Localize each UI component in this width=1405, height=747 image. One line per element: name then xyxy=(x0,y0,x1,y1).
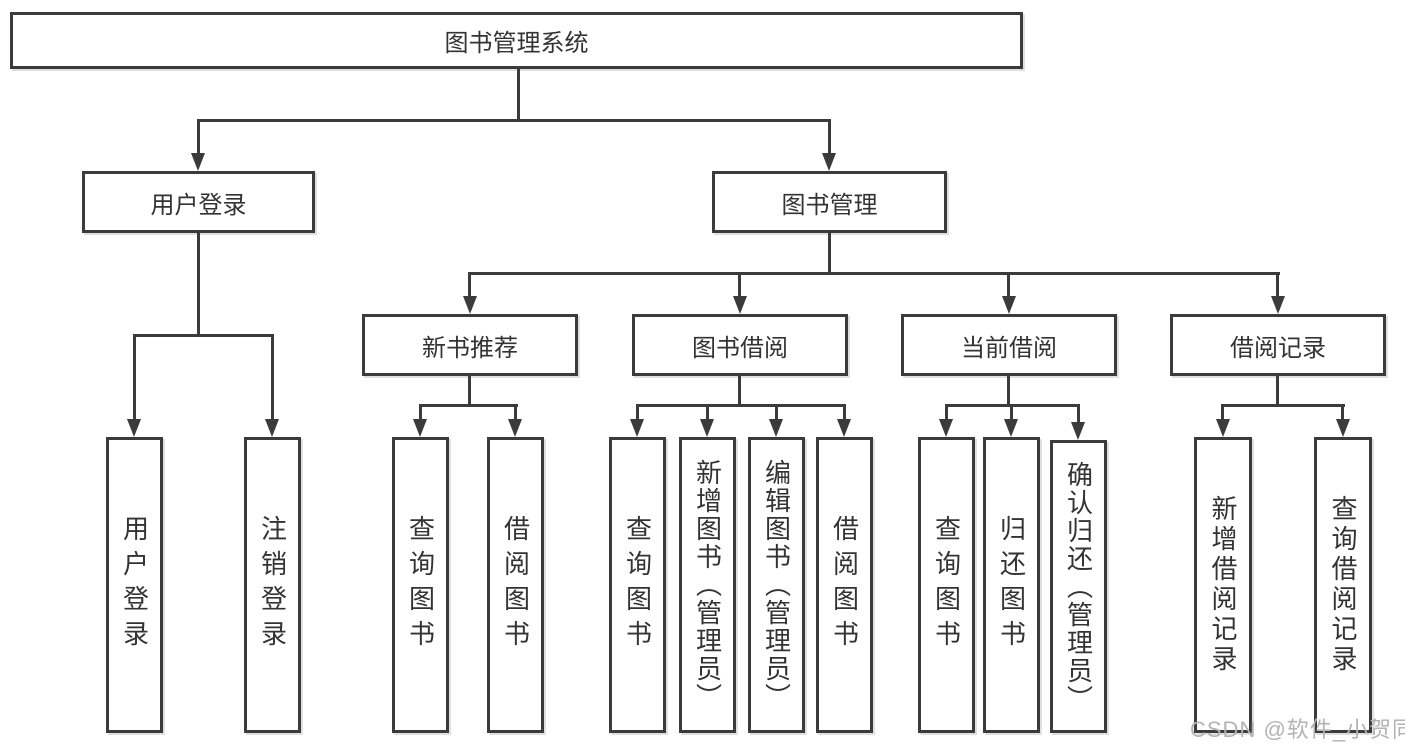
connector-line xyxy=(828,233,831,274)
connector-line xyxy=(468,272,1280,275)
leaf-borrow-books: 借阅图书 xyxy=(487,437,544,733)
leaf-add-books-admin: 新增图书（管理员） xyxy=(679,437,736,733)
leaf-add-borrow-record: 新增借阅记录 xyxy=(1194,437,1252,733)
connector-line xyxy=(271,334,274,421)
arrow-down-icon xyxy=(1336,419,1350,437)
node-borrow-records: 借阅记录 xyxy=(1170,314,1386,376)
leaf-query-borrow-record: 查询借阅记录 xyxy=(1314,437,1372,733)
connector-line xyxy=(1077,404,1080,424)
node-current-borrow: 当前借阅 xyxy=(901,314,1117,376)
connector-line xyxy=(843,404,846,421)
arrow-down-icon xyxy=(1002,296,1016,314)
connector-line xyxy=(133,334,136,421)
leaf-confirm-return-admin: 确认归还（管理员） xyxy=(1050,440,1107,733)
leaf-user-login: 用户登录 xyxy=(106,437,163,733)
arrow-down-icon xyxy=(127,419,141,437)
leaf-edit-books-admin: 编辑图书（管理员） xyxy=(748,437,805,733)
arrow-down-icon xyxy=(265,419,279,437)
arrow-down-icon xyxy=(630,419,644,437)
node-library-system: 图书管理系统 xyxy=(10,12,1023,69)
connector-line xyxy=(197,119,200,157)
connector-line xyxy=(1276,376,1279,406)
connector-line xyxy=(636,404,846,407)
connector-line xyxy=(1276,272,1279,300)
arrow-down-icon xyxy=(769,419,783,437)
arrow-down-icon xyxy=(191,153,205,171)
arrow-down-icon xyxy=(1271,296,1285,314)
connector-line xyxy=(133,334,274,337)
connector-line xyxy=(468,272,471,300)
arrow-down-icon xyxy=(1216,419,1230,437)
connector-line xyxy=(706,404,709,421)
csdn-watermark: CSDN @软件_小贺同学 xyxy=(1190,717,1405,742)
connector-line xyxy=(1221,404,1224,421)
arrow-down-icon xyxy=(733,296,747,314)
leaf-query-books: 查询图书 xyxy=(392,437,449,733)
arrow-down-icon xyxy=(822,153,836,171)
connector-line xyxy=(468,376,471,406)
connector-line xyxy=(197,233,200,336)
connector-line xyxy=(1007,272,1010,300)
connector-line xyxy=(517,69,520,121)
arrow-down-icon xyxy=(1004,419,1018,437)
arrow-down-icon xyxy=(1071,422,1085,440)
leaf-borrow-books: 借阅图书 xyxy=(816,437,873,733)
arrow-down-icon xyxy=(939,419,953,437)
connector-line xyxy=(419,404,518,407)
connector-line xyxy=(514,404,517,421)
connector-line xyxy=(775,404,778,421)
leaf-query-books: 查询图书 xyxy=(918,437,975,733)
node-user-login: 用户登录 xyxy=(82,171,315,233)
arrow-down-icon xyxy=(837,419,851,437)
arrow-down-icon xyxy=(700,419,714,437)
node-book-borrow: 图书借阅 xyxy=(632,314,848,376)
connector-line xyxy=(1341,404,1344,421)
arrow-down-icon xyxy=(463,296,477,314)
leaf-logout: 注销登录 xyxy=(244,437,301,733)
connector-line xyxy=(636,404,639,421)
node-new-book-recommend: 新书推荐 xyxy=(362,314,578,376)
leaf-query-books: 查询图书 xyxy=(609,437,666,733)
connector-line xyxy=(1010,404,1013,421)
connector-line xyxy=(738,272,741,300)
node-book-management: 图书管理 xyxy=(712,171,947,233)
connector-line xyxy=(1221,404,1345,407)
connector-line xyxy=(197,119,831,122)
connector-line xyxy=(828,119,831,157)
arrow-down-icon xyxy=(508,419,522,437)
connector-line xyxy=(738,376,741,406)
connector-line xyxy=(419,404,422,421)
leaf-return-books: 归还图书 xyxy=(983,437,1040,733)
arrow-down-icon xyxy=(413,419,427,437)
connector-line xyxy=(1007,376,1010,406)
connector-line xyxy=(945,404,948,421)
